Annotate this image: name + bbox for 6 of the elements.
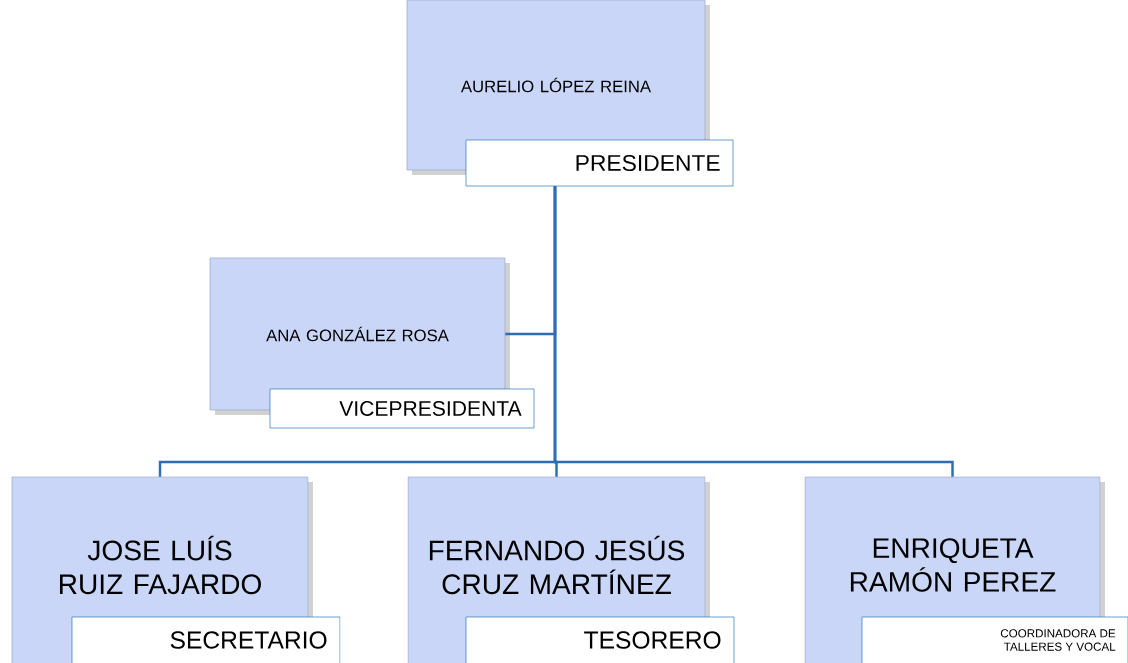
role-tab: COORDINADORA DE TALLERES Y VOCAL (861, 616, 1128, 663)
connector-line (553, 186, 954, 477)
role-tab: TESORERO (465, 616, 735, 663)
role-tab: SECRETARIO (71, 616, 341, 663)
role-tab: VICEPRESIDENTA (269, 388, 535, 429)
role-tab: PRESIDENTE (465, 139, 734, 187)
